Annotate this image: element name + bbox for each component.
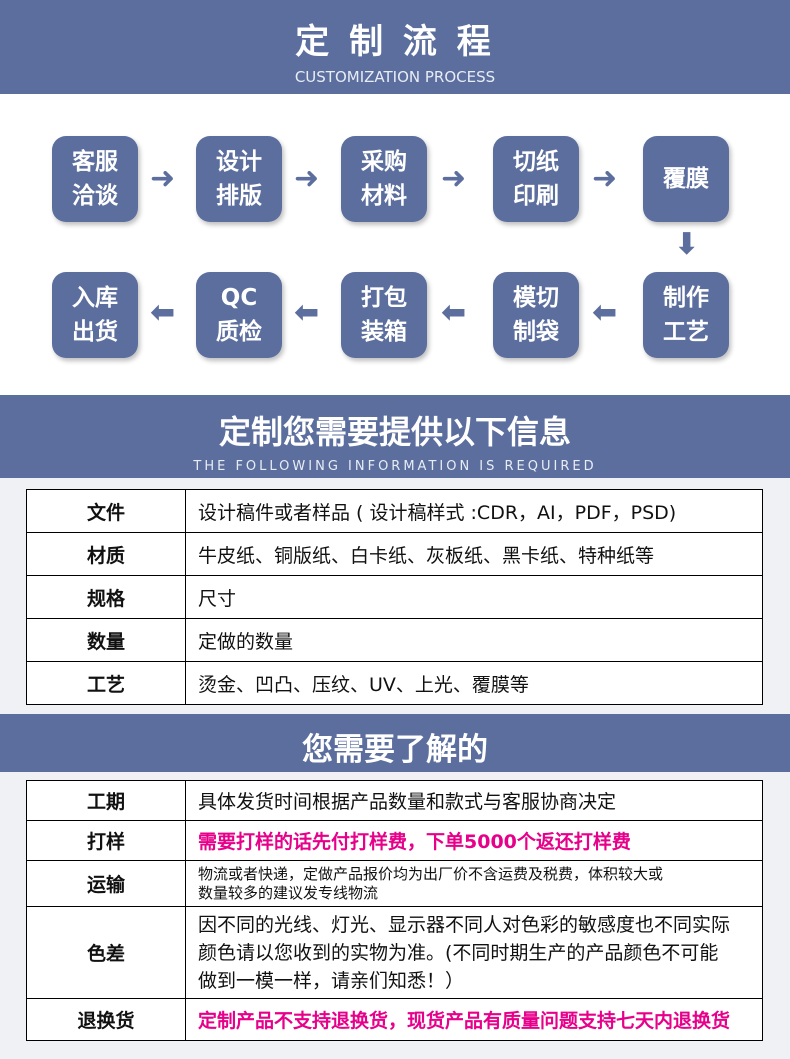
step-label: 打包 — [361, 285, 407, 311]
row-label: 运输 — [26, 860, 186, 907]
step-purchase: 采购材料 — [341, 136, 427, 222]
info-table: 文件设计稿件或者样品 ( 设计稿样式 :CDR，AI，PDF，PSD) 材质牛皮… — [26, 489, 763, 705]
step-pack: 打包装箱 — [341, 272, 427, 358]
table-row: 退换货定制产品不支持退换货，现货产品有质量问题支持七天内退换货 — [26, 998, 763, 1041]
step-print: 切纸印刷 — [493, 136, 579, 222]
step-label: 出货 — [72, 319, 118, 345]
step-label: 客服 — [72, 149, 118, 175]
arrow-down-icon: ⬇ — [674, 227, 700, 262]
step-label: 设计 — [216, 149, 262, 175]
row-label: 数量 — [26, 618, 186, 662]
arrow-right-icon: ➜ — [150, 161, 176, 196]
know-title: 您需要了解的 — [302, 732, 488, 768]
row-label: 规格 — [26, 575, 186, 619]
step-ship: 入库出货 — [52, 272, 138, 358]
row-label: 退换货 — [26, 998, 186, 1041]
row-value: 设计稿件或者样品 ( 设计稿样式 :CDR，AI，PDF，PSD) — [185, 489, 763, 533]
step-label: 制作 — [663, 285, 709, 311]
row-label: 打样 — [26, 820, 186, 861]
table-row: 色差因不同的光线、灯光、显示器不同人对色彩的敏感度也不同实际颜色请以您收到的实物… — [26, 906, 763, 999]
table-row: 规格尺寸 — [26, 575, 763, 619]
step-label: 制袋 — [513, 319, 559, 345]
row-value: 因不同的光线、灯光、显示器不同人对色彩的敏感度也不同实际颜色请以您收到的实物为准… — [185, 906, 763, 999]
page-subtitle: CUSTOMIZATION PROCESS — [294, 68, 496, 86]
step-label: 材料 — [361, 183, 407, 209]
step-label: 入库 — [72, 285, 118, 311]
table-row: 工期具体发货时间根据产品数量和款式与客服协商决定 — [26, 780, 763, 821]
step-label: 覆膜 — [663, 166, 709, 192]
step-label: 质检 — [216, 319, 262, 345]
step-label: QC — [220, 285, 258, 311]
arrow-left-icon: ⬅ — [294, 295, 320, 330]
row-value: 需要打样的话先付打样费，下单5000个返还打样费 — [185, 820, 763, 861]
row-value-line: 因不同的光线、灯光、显示器不同人对色彩的敏感度也不同实际 — [198, 913, 731, 936]
row-label: 工期 — [26, 780, 186, 821]
step-qc: QC 质检 — [196, 272, 282, 358]
step-customer-service: 客服洽谈 — [52, 136, 138, 222]
know-table: 工期具体发货时间根据产品数量和款式与客服协商决定 打样需要打样的话先付打样费，下… — [26, 780, 763, 1041]
row-value: 牛皮纸、铜版纸、白卡纸、灰板纸、黑卡纸、特种纸等 — [185, 532, 763, 576]
arrow-right-icon: ➜ — [294, 161, 320, 196]
row-label: 文件 — [26, 489, 186, 533]
header-band: 定 制 流 程 CUSTOMIZATION PROCESS — [0, 0, 790, 94]
arrow-left-icon: ⬅ — [592, 295, 618, 330]
info-title: 定制您需要提供以下信息 — [218, 413, 571, 451]
step-label: 装箱 — [361, 319, 407, 345]
step-label: 洽谈 — [72, 183, 118, 209]
arrow-right-icon: ➜ — [592, 161, 618, 196]
know-band: 您需要了解的 — [0, 714, 790, 772]
step-label: 模切 — [513, 285, 559, 311]
step-die-cut: 模切制袋 — [493, 272, 579, 358]
row-label: 工艺 — [26, 661, 186, 705]
table-row: 打样需要打样的话先付打样费，下单5000个返还打样费 — [26, 820, 763, 861]
step-label: 印刷 — [513, 183, 559, 209]
row-value-line: 数量较多的建议发专线物流 — [198, 883, 379, 902]
table-row: 文件设计稿件或者样品 ( 设计稿样式 :CDR，AI，PDF，PSD) — [26, 489, 763, 533]
row-value: 具体发货时间根据产品数量和款式与客服协商决定 — [185, 780, 763, 821]
step-laminate: 覆膜 — [643, 136, 729, 222]
table-row: 数量定做的数量 — [26, 618, 763, 662]
row-value: 定制产品不支持退换货，现货产品有质量问题支持七天内退换货 — [185, 998, 763, 1041]
step-label: 排版 — [216, 183, 262, 209]
step-label: 切纸 — [513, 149, 559, 175]
row-value: 物流或者快递，定做产品报价均为出厂价不含运费及税费，体积较大或数量较多的建议发专… — [185, 860, 763, 907]
table-row: 运输物流或者快递，定做产品报价均为出厂价不含运费及税费，体积较大或数量较多的建议… — [26, 860, 763, 907]
table-row: 材质牛皮纸、铜版纸、白卡纸、灰板纸、黑卡纸、特种纸等 — [26, 532, 763, 576]
row-label: 材质 — [26, 532, 186, 576]
arrow-left-icon: ⬅ — [150, 295, 176, 330]
info-subtitle: THE FOLLOWING INFORMATION IS REQUIRED — [193, 459, 597, 474]
info-band: 定制您需要提供以下信息 THE FOLLOWING INFORMATION IS… — [0, 395, 790, 478]
row-value-line: 颜色请以您收到的实物为准。(不同时期生产的产品颜色不可能 — [198, 941, 719, 964]
step-design: 设计排版 — [196, 136, 282, 222]
step-label: 采购 — [361, 149, 407, 175]
row-value-line: 物流或者快递，定做产品报价均为出厂价不含运费及税费，体积较大或 — [198, 864, 664, 883]
table-row: 工艺烫金、凹凸、压纹、UV、上光、覆膜等 — [26, 661, 763, 705]
step-label: 工艺 — [663, 319, 709, 345]
arrow-left-icon: ⬅ — [441, 295, 467, 330]
arrow-right-icon: ➜ — [441, 161, 467, 196]
row-label: 色差 — [26, 906, 186, 999]
row-value-line: 做到一模一样，请亲们知悉！） — [198, 969, 465, 992]
step-craft: 制作工艺 — [643, 272, 729, 358]
page-title: 定 制 流 程 — [295, 22, 495, 62]
row-value: 定做的数量 — [185, 618, 763, 662]
row-value: 尺寸 — [185, 575, 763, 619]
row-value: 烫金、凹凸、压纹、UV、上光、覆膜等 — [185, 661, 763, 705]
